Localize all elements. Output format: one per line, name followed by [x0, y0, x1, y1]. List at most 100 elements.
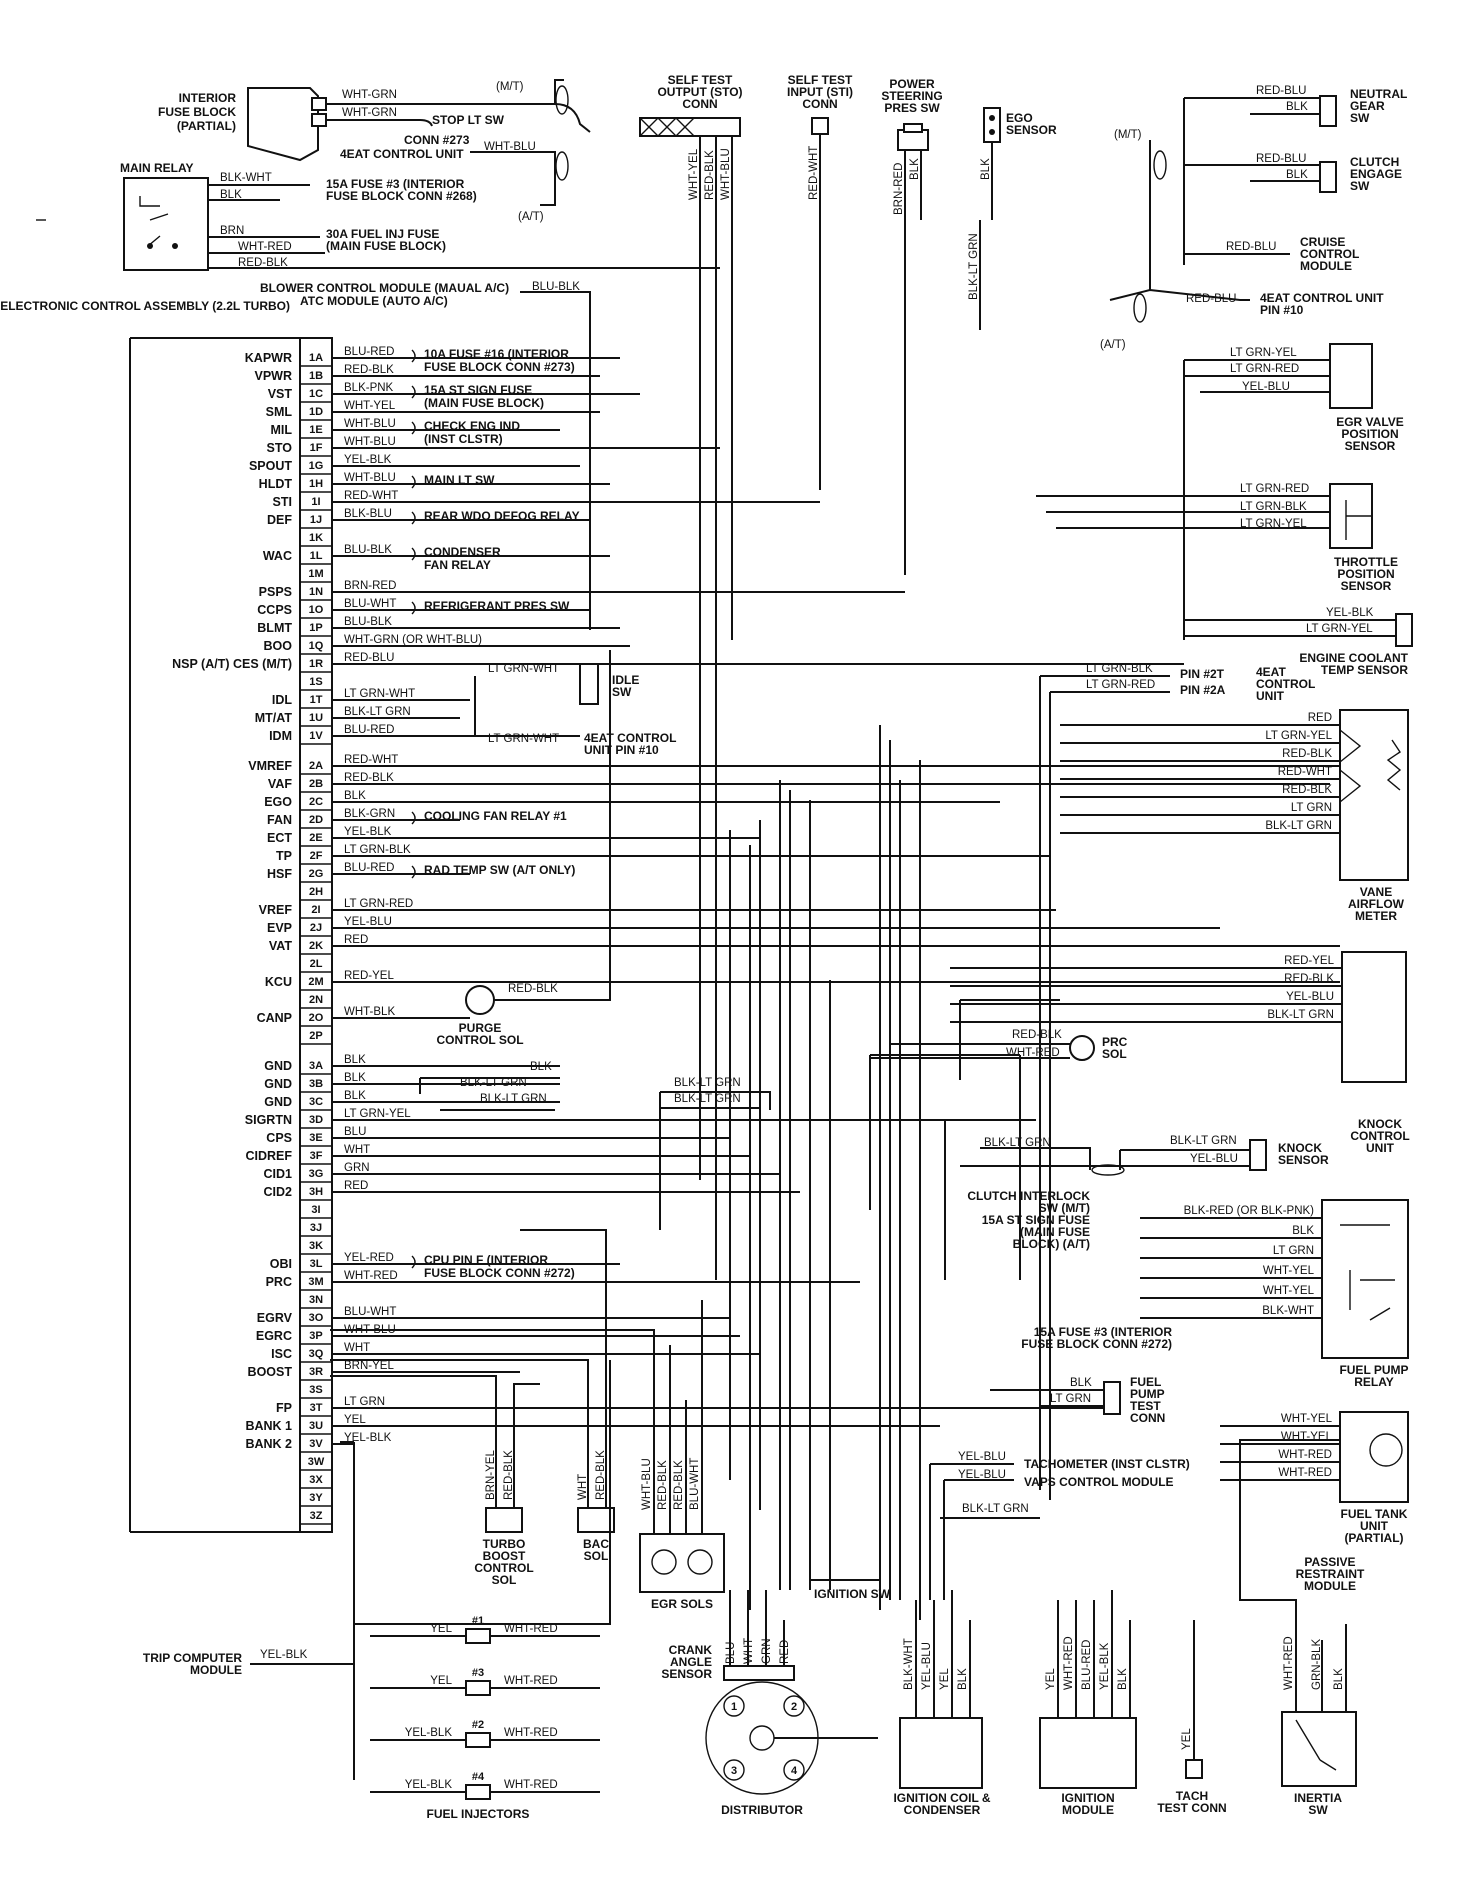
ecu-wire-color: LT GRN-YEL [344, 1108, 411, 1120]
fp-test-label-2: PUMP [1130, 1387, 1165, 1401]
ecu-pin-row: 1M [300, 568, 332, 583]
ecu-wire-color: RED-WHT [344, 490, 398, 502]
dist-num-3: 3 [731, 1765, 737, 1777]
kcu-label-1: KNOCK [1358, 1117, 1402, 1131]
ecu-wire-color: WHT-GRN (OR WHT-BLU) [344, 634, 482, 646]
neutral-label-2: GEAR [1350, 99, 1385, 113]
trip-label-2: MODULE [190, 1663, 242, 1677]
prc-solenoid: PRC SOL RED-BLK WHT-RED [1006, 1029, 1128, 1061]
wire-blu-blk-top: BLU-BLK [532, 281, 580, 293]
sti-label-2: INPUT (STI) [787, 85, 853, 99]
ecu-pin-signal: PRC [266, 1275, 292, 1289]
component-wire-color: BLK-LT GRN [1265, 820, 1332, 832]
ecu-pin-id: 3G [309, 1168, 324, 1180]
ecu-pin-id: 3M [308, 1276, 323, 1288]
idle-switch: IDLE SW LT GRN-WHT [488, 663, 639, 705]
ecu-pin-id: 2P [309, 1030, 322, 1042]
ecu-pin-id: 3N [309, 1294, 323, 1306]
ign-mod-label-2: MODULE [1062, 1803, 1114, 1817]
ecu-pin-id: 1I [311, 496, 320, 508]
neutral-gear-switch: NEUTRAL GEAR SW RED-BLU BLK [1256, 85, 1407, 127]
component-wire-color: LT GRN [1291, 802, 1332, 814]
ecu-pin-signal: CPS [266, 1131, 292, 1145]
ecu-wire-color: BLU-RED [344, 346, 394, 358]
ecu-destination: CHECK ENG IND(INST CLSTR) [411, 419, 520, 446]
ecu-destination: 15A ST SIGN FUSE(MAIN FUSE BLOCK) [411, 383, 544, 410]
ect-wire-1: YEL-BLK [1326, 607, 1374, 619]
ecu-destination: MAIN LT SW [411, 473, 495, 489]
prc-wire-1: RED-BLK [1012, 1029, 1062, 1041]
ecu-pin-id: 2E [309, 832, 322, 844]
ecu-destination-brace [411, 811, 416, 825]
ecu-pin-signal: CID2 [264, 1185, 293, 1199]
clutch-interlock-3: 15A ST SIGN FUSE [982, 1213, 1090, 1227]
ecu-pin-signal: DEF [267, 513, 292, 527]
prc-label-1: PRC [1102, 1035, 1128, 1049]
ecu-pin-id: 2L [310, 958, 323, 970]
egr-vps-label-1: EGR VALVE [1336, 415, 1404, 429]
injector-body [465, 1628, 491, 1644]
component-wire-color: RED-WHT [1278, 766, 1332, 778]
ecu-pin-signal: WAC [263, 549, 292, 563]
wire-wht-red-relay: WHT-RED [238, 241, 292, 253]
purge-label-1: PURGE [459, 1021, 502, 1035]
fuse30-label-1: 30A FUEL INJ FUSE [326, 227, 439, 241]
vaf-label-2: AIRFLOW [1348, 897, 1405, 911]
ecu-wire-color: RED-BLU [344, 652, 394, 664]
ecu-pin-signal: EGO [264, 795, 292, 809]
clutch-engage-switch: CLUTCH ENGAGE SW RED-BLU BLK [1256, 153, 1402, 193]
ecu-pin-id: 2M [308, 976, 323, 988]
ect-wire-2: LT GRN-YEL [1306, 623, 1373, 635]
ecu-pin-id: 3E [309, 1132, 322, 1144]
ecu-pin-signal: VAF [268, 777, 292, 791]
ecu-pin-id: 3X [309, 1474, 323, 1486]
coil-wire-1: BLK-WHT [903, 1638, 915, 1690]
component-wire-color: RED-BLK [1284, 973, 1334, 985]
wire-wht-grn-2: WHT-GRN [342, 107, 397, 119]
eat-unit-label-1: 4EAT [1256, 665, 1286, 679]
ecu-pin-row: 3W [300, 1456, 332, 1471]
coil-wire-4: BLK [957, 1668, 969, 1690]
component-wire-color: WHT-RED [1278, 1449, 1332, 1461]
ecu-pin-id: 2F [310, 850, 323, 862]
injector-left-wire: YEL [430, 1675, 452, 1687]
injectors-label: FUEL INJECTORS [427, 1807, 530, 1821]
ecu-destination-brace [411, 349, 416, 363]
ecu-pin-signal: VST [268, 387, 293, 401]
ps-label-2: STEERING [881, 89, 942, 103]
ecu-wire-color: WHT-BLU [344, 436, 396, 448]
clutch-interlock-5: BLOCK) (A/T) [1013, 1237, 1090, 1251]
knock-sensor: KNOCK SENSOR BLK-LT GRN BLK-LT GRN YEL-B… [984, 1135, 1329, 1171]
ecu-destination-line-1: CHECK ENG IND [424, 419, 520, 433]
ecu-pin-signal: NSP (A/T) CES (M/T) [172, 657, 292, 671]
main-relay: MAIN RELAY [120, 161, 209, 271]
ecu-pin-id: 1L [310, 550, 323, 562]
ecu-pin-row: 2L [300, 958, 332, 973]
component-wire-color: RED-BLK [1282, 748, 1332, 760]
cruise-label-3: MODULE [1300, 259, 1352, 273]
ecu-pin-signal: STO [267, 441, 293, 455]
egr-wire-2: LT GRN-RED [1230, 363, 1299, 375]
ps-wire-1: BRN-RED [893, 163, 905, 215]
neutral-label-1: NEUTRAL [1350, 87, 1407, 101]
idle-sw-label-1: IDLE [612, 673, 639, 687]
ect-label-2: TEMP SENSOR [1321, 663, 1408, 677]
interior-fuse-block-label-2: FUSE BLOCK [158, 105, 236, 119]
ecu-wire-color: GRN [344, 1162, 370, 1174]
tach-conn-label-2: TEST CONN [1157, 1801, 1226, 1815]
clutch-label-1: CLUTCH [1350, 155, 1399, 169]
sto-wire-2: RED-BLK [704, 150, 716, 200]
distributor: CRANK ANGLE SENSOR BLU WHT GRN RED 1 2 3… [661, 1638, 819, 1817]
